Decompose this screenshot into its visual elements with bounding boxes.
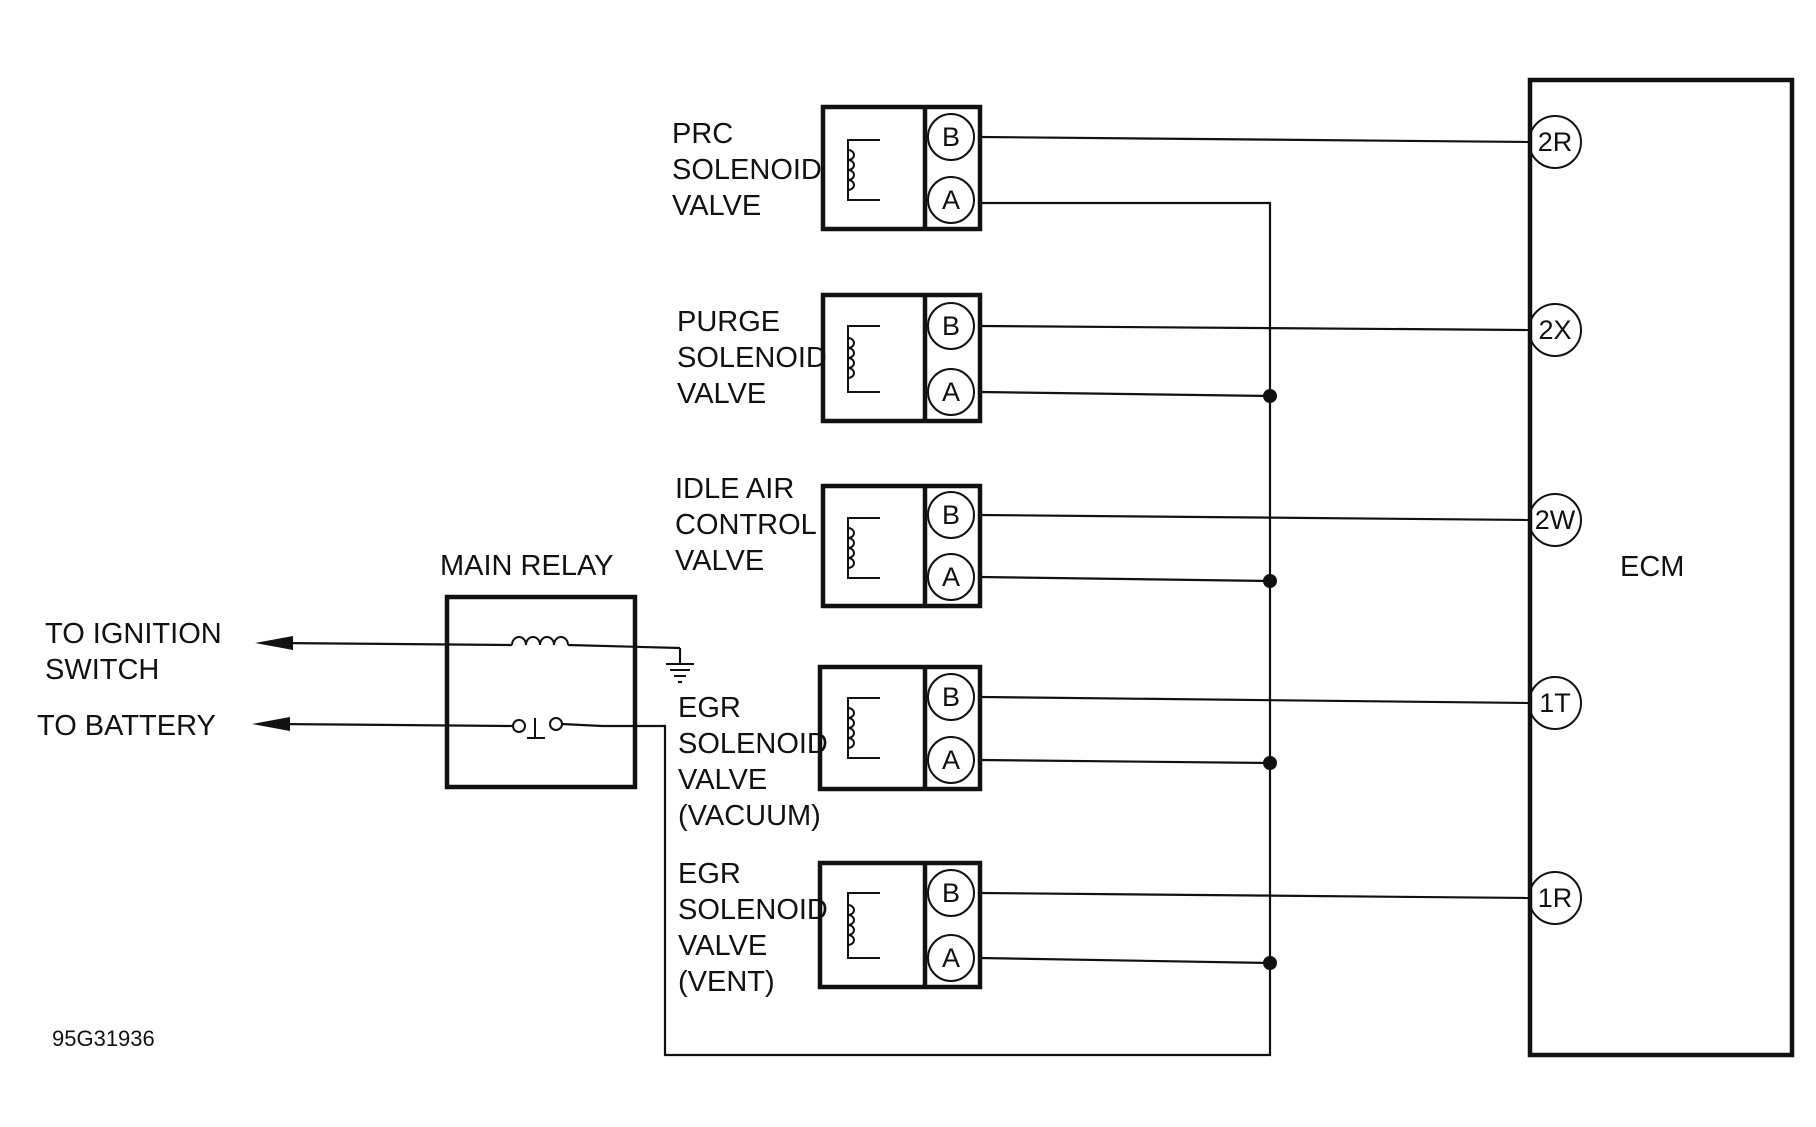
main-relay: MAIN RELAY TO IGNITION SWITCH TO BATTERY — [37, 550, 694, 790]
valve-label-line: VALVE — [678, 764, 767, 796]
arrow-left-icon — [255, 636, 293, 650]
coil-turns — [847, 149, 855, 191]
coil-icon — [847, 517, 880, 579]
ecm-pin-label: 2R — [1538, 127, 1573, 157]
figure-id: 95G31936 — [52, 1026, 155, 1051]
ecm-pin-circle — [1528, 303, 1582, 357]
valve-box — [817, 664, 983, 792]
valve-label-line: VALVE — [677, 378, 766, 410]
valve-label-line: VALVE — [672, 190, 761, 222]
pin-a-circle — [927, 934, 975, 982]
valve-purge: B A PURGE SOLENOID VALVE — [677, 292, 1531, 424]
pin-b-label: B — [942, 878, 960, 908]
a-wire — [979, 390, 1271, 398]
to-battery-label: TO BATTERY — [37, 710, 216, 742]
coil-turns — [847, 904, 855, 946]
valve-idle-air-control: B A IDLE AIR CONTROL VALVE — [675, 473, 1531, 609]
valve-label-line: EGR — [678, 858, 741, 890]
ecm-pin-circle — [1528, 115, 1582, 169]
valve-box — [817, 860, 983, 990]
valve-label-line: (VACUUM) — [678, 800, 821, 832]
coil-icon — [847, 139, 880, 201]
b-wire — [979, 695, 1531, 705]
arrow-left-icon — [252, 717, 290, 731]
coil-icon — [847, 697, 880, 759]
ecm-pin-label: 2X — [1538, 315, 1571, 345]
valve-label-line: IDLE AIR — [675, 473, 794, 505]
pin-b-circle — [927, 113, 975, 161]
pin-a-circle — [927, 176, 975, 224]
coil-icon — [847, 892, 880, 959]
valve-label-line: PRC — [672, 118, 733, 150]
valve-label-line: PURGE — [677, 306, 780, 338]
pin-b-label: B — [942, 682, 960, 712]
ecm-pin-circle — [1528, 493, 1582, 547]
coil-turns — [847, 527, 855, 569]
valve-box — [820, 292, 983, 424]
ecm-pin-label: 2W — [1535, 505, 1576, 535]
pin-a-circle — [927, 736, 975, 784]
valve-box — [820, 104, 983, 232]
valve-box — [820, 483, 983, 609]
pin-b-circle — [927, 869, 975, 917]
to-ignition-label: SWITCH — [45, 654, 159, 686]
switch-wire-left — [274, 722, 514, 728]
relay-box — [444, 594, 638, 790]
b-wire — [979, 513, 1531, 522]
b-wire — [979, 135, 1531, 144]
ecm-pin-label: 1R — [1538, 883, 1573, 913]
valve-egr-vent: B A EGR SOLENOID VALVE (VENT) — [678, 858, 1531, 998]
common-bus-wire — [602, 201, 1272, 1057]
valve-label-line: SOLENOID — [672, 154, 822, 186]
a-wire — [979, 758, 1271, 765]
valve-label-line: VALVE — [678, 930, 767, 962]
coil-wire-right — [567, 643, 681, 650]
pin-a-label: A — [942, 943, 960, 973]
coil-turns — [847, 707, 855, 749]
relay-contact — [549, 717, 563, 731]
pin-b-circle — [927, 673, 975, 721]
relay-contact — [512, 719, 526, 733]
pin-a-label: A — [942, 377, 960, 407]
ecm-box — [1527, 77, 1795, 1058]
coil-turns — [847, 337, 855, 379]
valve-label-line: SOLENOID — [677, 342, 827, 374]
switch-wire-right — [561, 722, 603, 728]
ecm-pins: 2R 2X 2W 1T 1R — [1528, 115, 1582, 925]
valve-egr-vacuum: B A EGR SOLENOID VALVE (VACUUM) — [678, 664, 1531, 832]
pin-a-circle — [927, 368, 975, 416]
pin-a-circle — [927, 553, 975, 601]
relay-coil-icon — [511, 636, 569, 646]
valve-label-line: SOLENOID — [678, 894, 828, 926]
valve-prc: B A PRC SOLENOID VALVE — [672, 104, 1531, 232]
ecm-pin-circle — [1528, 871, 1582, 925]
a-wire — [979, 575, 1271, 583]
a-wire — [979, 956, 1271, 965]
valve-label-line: CONTROL — [675, 509, 817, 541]
pin-b-label: B — [942, 311, 960, 341]
valve-label-line: SOLENOID — [678, 728, 828, 760]
pin-b-circle — [927, 491, 975, 539]
ecm-pin-label: 1T — [1539, 688, 1571, 718]
pin-a-label: A — [942, 745, 960, 775]
relay-title: MAIN RELAY — [440, 550, 614, 582]
pin-a-label: A — [942, 185, 960, 215]
valve-label-line: EGR — [678, 692, 741, 724]
b-wire — [979, 324, 1531, 332]
valve-label-line: (VENT) — [678, 966, 775, 998]
to-ignition-label: TO IGNITION — [45, 618, 222, 650]
pin-b-circle — [927, 302, 975, 350]
pin-a-label: A — [942, 562, 960, 592]
b-wire — [979, 891, 1531, 900]
valve-label-line: VALVE — [675, 545, 764, 577]
pin-b-label: B — [942, 122, 960, 152]
ecm-pin-circle — [1528, 676, 1582, 730]
coil-wire-left — [274, 641, 513, 647]
ecm-label: ECM — [1620, 551, 1684, 583]
pin-b-label: B — [942, 500, 960, 530]
